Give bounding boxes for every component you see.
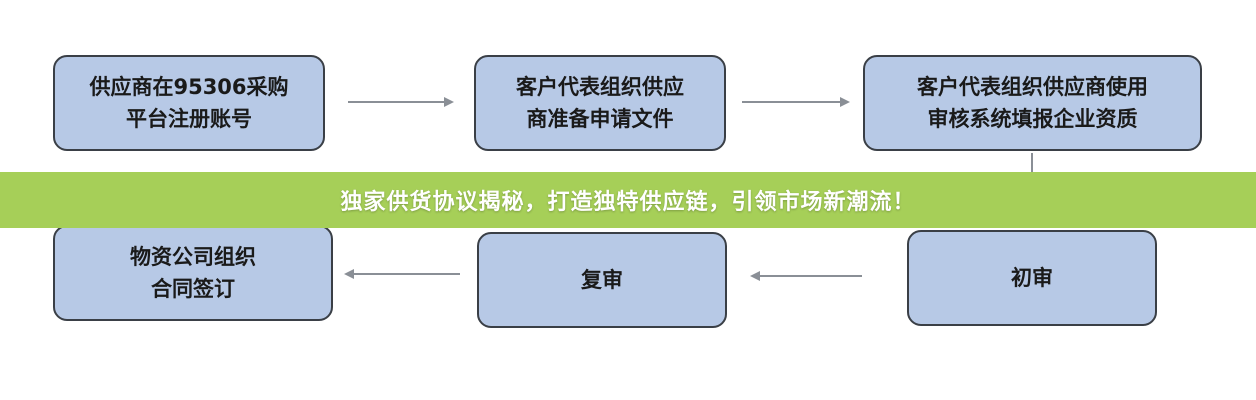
step-register-box: 供应商在95306采购 平台注册账号 <box>53 55 325 151</box>
step-prepare-docs-line-2: 商准备申请文件 <box>526 107 674 131</box>
step-sign-contract-line-1: 物资公司组织 <box>130 245 256 269</box>
step-register-line-2: 平台注册账号 <box>126 107 252 131</box>
step-fill-qualification-line-2: 审核系统填报企业资质 <box>927 107 1138 131</box>
step-register-line-1: 供应商在95306采购 <box>89 75 289 99</box>
headline-banner: 独家供货协议揭秘，打造独特供应链，引领市场新潮流！ <box>0 172 1256 228</box>
headline-text: 独家供货协议揭秘，打造独特供应链，引领市场新潮流！ <box>340 190 916 215</box>
step-fill-qualification-box: 客户代表组织供应商使用 审核系统填报企业资质 <box>863 55 1202 151</box>
step-re-review-box: 复审 <box>477 232 727 328</box>
step-re-review-line-1: 复审 <box>581 268 623 292</box>
step-prepare-docs-line-1: 客户代表组织供应 <box>516 75 684 99</box>
step-initial-review-line-1: 初审 <box>1011 266 1053 290</box>
step-sign-contract-line-2: 合同签订 <box>151 277 235 301</box>
step-prepare-docs-box: 客户代表组织供应 商准备申请文件 <box>474 55 726 151</box>
step-initial-review-box: 初审 <box>907 230 1157 326</box>
step-sign-contract-box: 物资公司组织 合同签订 <box>53 225 333 321</box>
step-fill-qualification-line-1: 客户代表组织供应商使用 <box>917 75 1148 99</box>
